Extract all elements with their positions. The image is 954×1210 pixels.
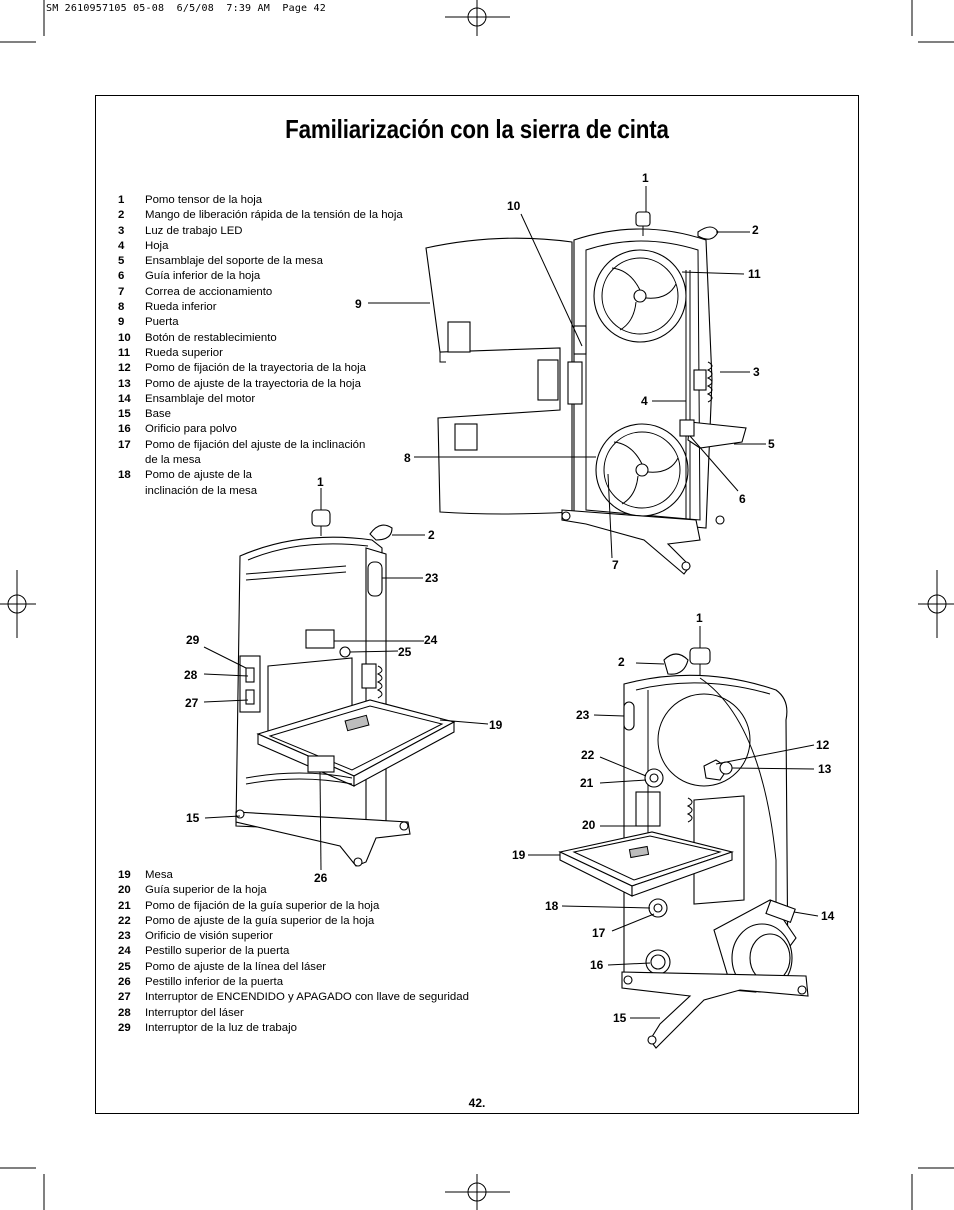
callout-side-21: 21 — [580, 776, 594, 790]
leader-lines — [203, 186, 819, 1019]
callout-side-1: 1 — [696, 611, 703, 625]
callout-side-19: 19 — [512, 848, 526, 862]
callout-open-4: 4 — [641, 394, 648, 408]
callout-open-2: 2 — [752, 223, 759, 237]
front-view-saw — [235, 509, 456, 867]
callout-side-17: 17 — [592, 926, 606, 940]
callout-open-10: 10 — [507, 199, 521, 213]
print-header: SM 2610957105 05-08 6/5/08 7:39 AM Page … — [46, 3, 326, 14]
callout-side-16: 16 — [590, 958, 604, 972]
callout-side-12: 12 — [816, 738, 830, 752]
callout-front-15: 15 — [186, 811, 200, 825]
callout-side-15: 15 — [613, 1011, 627, 1025]
callout-open-11: 11 — [748, 267, 761, 281]
open-view-saw — [425, 211, 747, 575]
callout-front-25: 25 — [398, 645, 412, 659]
callout-side-2: 2 — [618, 655, 625, 669]
callout-side-13: 13 — [818, 762, 832, 776]
page-number: 42. — [468, 1096, 486, 1110]
callout-open-7: 7 — [612, 558, 619, 572]
callout-side-14: 14 — [821, 909, 835, 923]
callout-front-2: 2 — [428, 528, 435, 542]
page-frame — [95, 95, 859, 1114]
callout-open-1: 1 — [642, 171, 649, 185]
callout-front-23: 23 — [425, 571, 439, 585]
side-view-saw — [558, 647, 809, 1049]
callout-front-19: 19 — [489, 718, 503, 732]
callout-front-28: 28 — [184, 668, 198, 682]
callout-front-26: 26 — [314, 871, 328, 885]
callout-side-22: 22 — [581, 748, 595, 762]
callout-open-6: 6 — [739, 492, 746, 506]
callout-side-20: 20 — [582, 818, 596, 832]
callout-open-9: 9 — [355, 297, 362, 311]
page-title: Familiarización con la sierra de cinta — [285, 114, 669, 144]
callout-open-5: 5 — [768, 437, 775, 451]
callout-side-18: 18 — [545, 899, 559, 913]
callout-open-8: 8 — [404, 451, 411, 465]
callout-front-29: 29 — [186, 633, 200, 647]
callout-front-1: 1 — [317, 475, 324, 489]
callout-open-3: 3 — [753, 365, 760, 379]
callout-front-27: 27 — [185, 696, 199, 710]
callout-front-24: 24 — [424, 633, 438, 647]
callout-side-23: 23 — [576, 708, 590, 722]
